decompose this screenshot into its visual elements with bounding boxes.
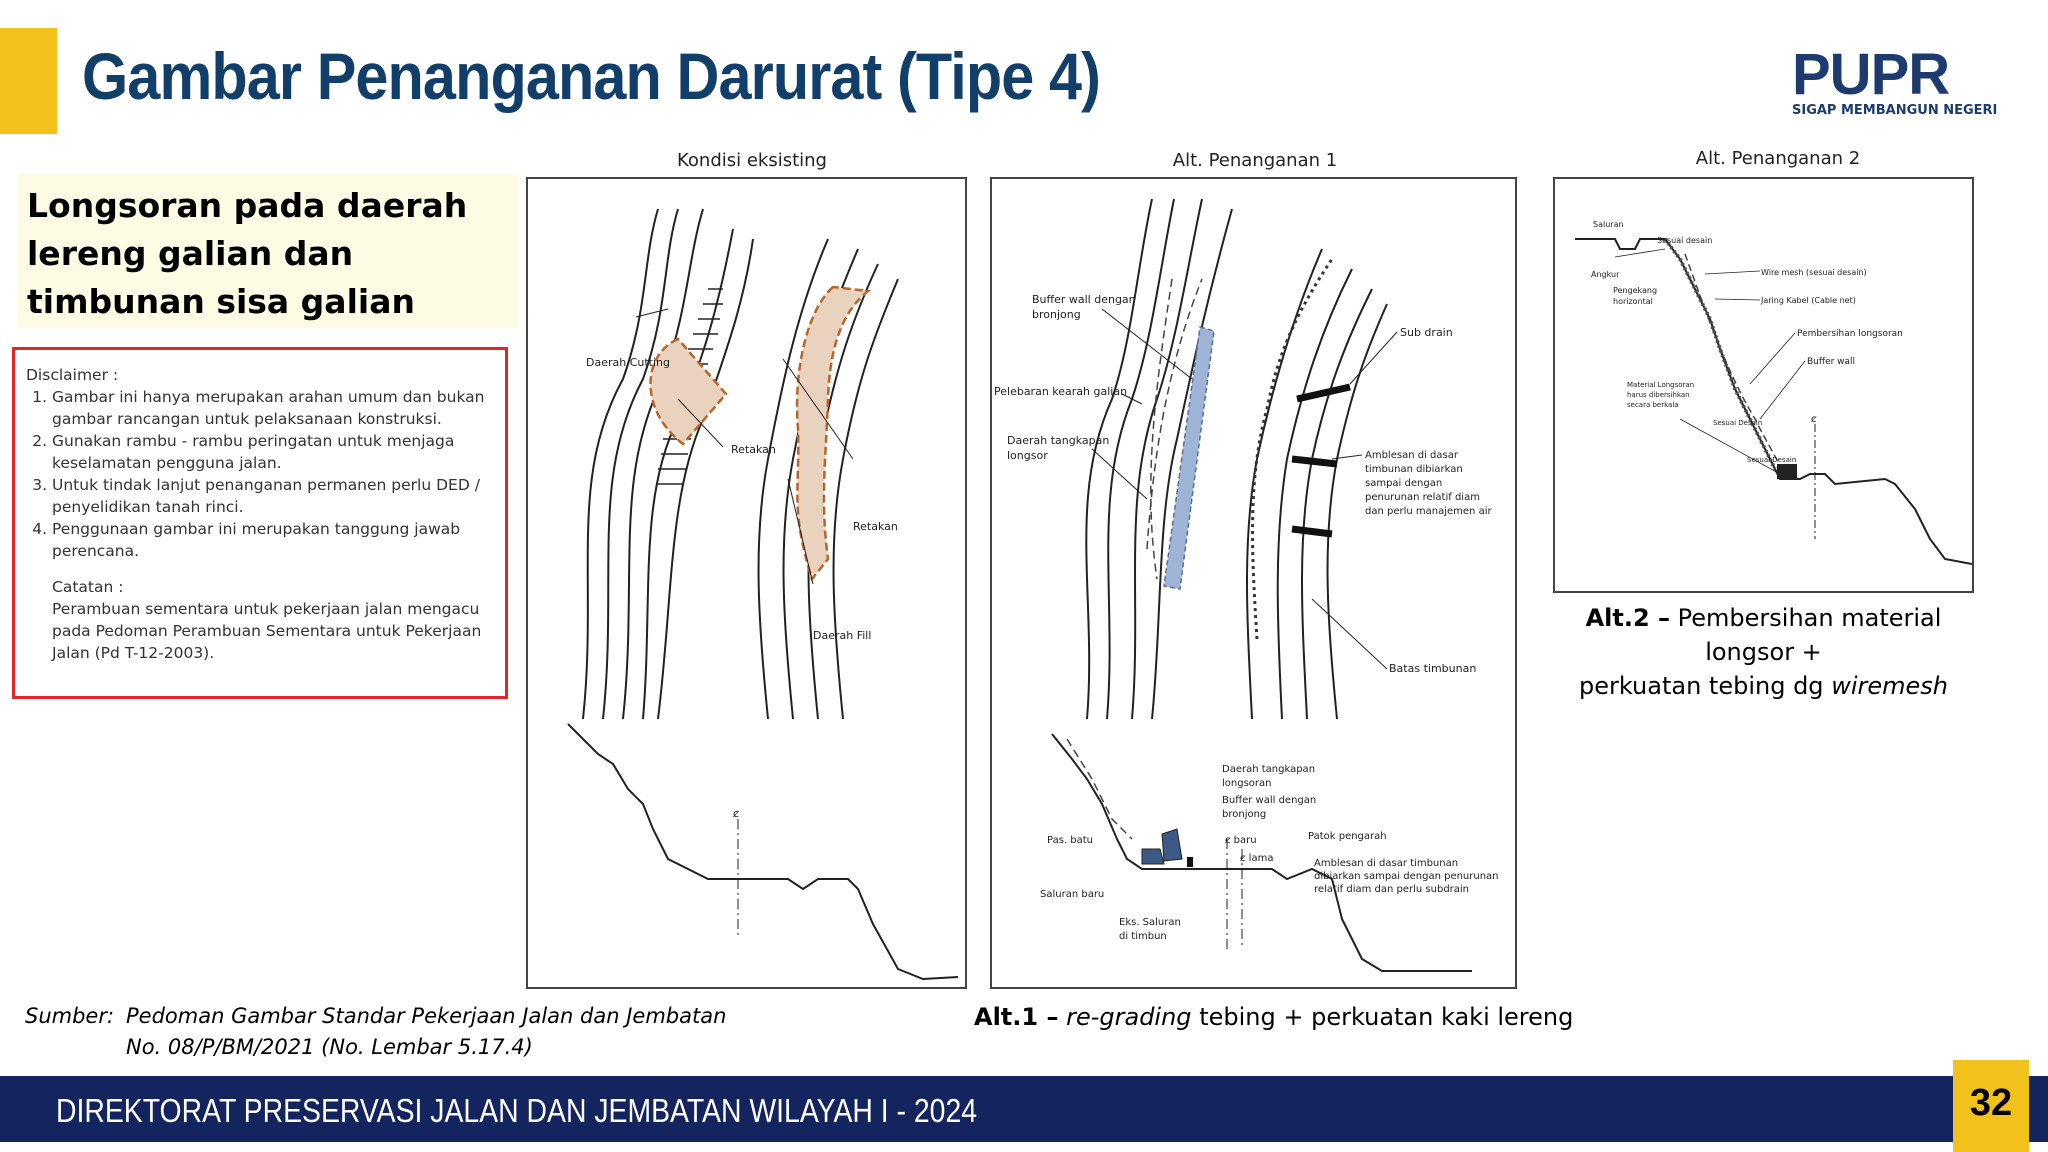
label-pas-batu: Pas. batu [1047, 835, 1093, 846]
caption-alt2-line1: Pembersihan material longsor + [1677, 604, 1942, 666]
label-new-drain: Saluran baru [1040, 889, 1104, 900]
disclaimer-note: Catatan : Perambuan sementara untuk peke… [26, 576, 496, 664]
label-a2-horiz-1: Pengekang [1613, 286, 1657, 295]
subject-box: Longsoran pada daerah lereng galian dan … [18, 174, 518, 328]
label-a2-wiremesh: Wire mesh (sesuai desain) [1761, 268, 1867, 277]
caption-alt2: Alt.2 – Pembersihan material longsor + p… [1553, 601, 1974, 703]
label-cutting: Daerah Cutting [586, 356, 670, 369]
footer-bar: DIREKTORAT PRESERVASI JALAN DAN JEMBATAN… [0, 1076, 2048, 1142]
label-fill-limit: Batas timbunan [1389, 662, 1476, 675]
label-xs-settle-1: Amblesan di dasar timbunan [1314, 858, 1458, 869]
caption-alt1-rest: tebing + perkuatan kaki lereng [1199, 1003, 1574, 1031]
disclaimer-list: Gambar ini hanya merupakan arahan umum d… [26, 386, 496, 562]
caption-alt1-bold: Alt.1 – [974, 1003, 1059, 1031]
label-cl-new: ȼ baru [1225, 835, 1257, 846]
label-xs-buffer-1: Buffer wall dengan [1222, 795, 1316, 806]
source-label: Sumber: [25, 1004, 115, 1028]
note-text: Perambuan sementara untuk pekerjaan jala… [52, 600, 482, 662]
subject-text: Longsoran pada daerah lereng galian dan … [27, 186, 468, 321]
disclaimer-item: Gambar ini hanya merupakan arahan umum d… [52, 386, 496, 430]
label-xs-settle-3: relatif diam dan perlu subdrain [1314, 884, 1469, 895]
label-xs-catch-1: Daerah tangkapan [1222, 764, 1315, 775]
label-stake: Patok pengarah [1308, 831, 1387, 842]
label-a2-centerline: ȼ [1811, 414, 1817, 425]
panel-alt1: Buffer wall dengan bronjong Pelebaran ke… [990, 177, 1517, 989]
panel-existing: Daerah Cutting Retakan Retakan Daerah Fi… [526, 177, 967, 989]
label-settle-2: timbunan dibiarkan [1365, 464, 1463, 475]
pupr-logo: PUPR SIGAP MEMBANGUN NEGERI [1792, 46, 2022, 120]
note-heading: Catatan : [52, 578, 124, 596]
label-settle-4: penurunan relatif diam [1365, 492, 1480, 503]
label-settle-1: Amblesan di dasar [1365, 450, 1459, 461]
label-a2-design-3: Sesuai Desain [1747, 456, 1796, 464]
label-a2-design: Sesuai desain [1657, 236, 1712, 245]
label-crack-2: Retakan [853, 520, 898, 533]
disclaimer-content: Disclaimer : Gambar ini hanya merupakan … [26, 364, 496, 664]
label-catch-1: Daerah tangkapan [1007, 434, 1109, 447]
title-accent-bar [0, 28, 57, 134]
page-title: Gambar Penanganan Darurat (Tipe 4) [82, 39, 1101, 113]
label-a2-mat-2: harus dibersihkan [1627, 391, 1690, 399]
label-fill: Daerah Fill [813, 629, 871, 642]
label-a2-mat-1: Material Longsoran [1627, 381, 1694, 389]
label-old-drain-2: di timbun [1119, 931, 1167, 942]
disclaimer-item: Gunakan rambu - rambu peringatan untuk m… [52, 430, 496, 474]
caption-alt2-bold: Alt.2 – [1585, 604, 1671, 632]
disclaimer-heading: Disclaimer : [26, 366, 119, 384]
label-centerline: ȼ [733, 807, 739, 820]
panel-label-alt1: Alt. Penanganan 1 [1172, 150, 1338, 171]
label-widening: Pelebaran kearah galian [994, 385, 1127, 398]
label-a2-mat-3: secara berkala [1627, 401, 1679, 409]
panel-label-existing: Kondisi eksisting [676, 150, 827, 171]
label-xs-buffer-2: bronjong [1222, 809, 1266, 820]
caption-alt2-line2: perkuatan tebing dg [1579, 672, 1824, 700]
footer-text: DIREKTORAT PRESERVASI JALAN DAN JEMBATAN… [56, 1092, 978, 1129]
label-a2-buffer: Buffer wall [1807, 357, 1855, 367]
panel-label-alt2: Alt. Penanganan 2 [1695, 148, 1861, 169]
label-a2-anchor: Angkur [1591, 270, 1620, 279]
alt1-drawing: Buffer wall dengan bronjong Pelebaran ke… [994, 198, 1499, 972]
label-buffer-2: bronjong [1032, 308, 1081, 321]
logo-tagline: SIGAP MEMBANGUN NEGERI [1792, 103, 1998, 118]
label-catch-2: longsor [1007, 449, 1048, 462]
logo-text: PUPR [1792, 42, 1950, 107]
label-settle-5: dan perlu manajemen air [1365, 506, 1492, 517]
label-buffer-1: Buffer wall dengan [1032, 293, 1136, 306]
page-number: 32 [1969, 1082, 2013, 1124]
caption-alt1: Alt.1 – re-grading tebing + perkuatan ka… [974, 1000, 1573, 1034]
label-a2-clean: Pembersihan longsoran [1797, 329, 1903, 339]
label-settle-3: sampai dengan [1365, 478, 1442, 489]
disclaimer-item: Untuk tindak lanjut penanganan permanen … [52, 474, 496, 518]
label-xs-catch-2: longsoran [1222, 778, 1272, 789]
label-a2-design-2: Sesuai Desain [1713, 419, 1762, 427]
source-text: Pedoman Gambar Standar Pekerjaan Jalan d… [126, 1004, 727, 1059]
label-a2-cable: Jaring Kabel (Cable net) [1760, 296, 1856, 305]
label-cl-old: ȼ lama [1240, 853, 1273, 864]
caption-alt1-italic: re-grading [1066, 1003, 1192, 1031]
alt2-drawing: Saluran Sesuai desain Angkur Pengekang h… [1575, 220, 1972, 565]
label-a2-horiz-2: horizontal [1613, 297, 1653, 306]
existing-drawing: Daerah Cutting Retakan Retakan Daerah Fi… [567, 208, 959, 981]
label-xs-settle-2: dibiarkan sampai dengan penurunan [1314, 871, 1499, 882]
caption-alt2-italic: wiremesh [1831, 672, 1948, 700]
disclaimer-box: Disclaimer : Gambar ini hanya merupakan … [12, 347, 508, 699]
label-crack-1: Retakan [731, 443, 776, 456]
disclaimer-item: Penggunaan gambar ini merupakan tanggung… [52, 518, 496, 562]
panel-alt2: Saluran Sesuai desain Angkur Pengekang h… [1553, 177, 1974, 593]
label-a2-drain: Saluran [1593, 220, 1624, 229]
label-subdrain: Sub drain [1400, 326, 1453, 339]
label-old-drain-1: Eks. Saluran [1119, 917, 1181, 928]
page-number-badge: 32 [1953, 1060, 2029, 1152]
